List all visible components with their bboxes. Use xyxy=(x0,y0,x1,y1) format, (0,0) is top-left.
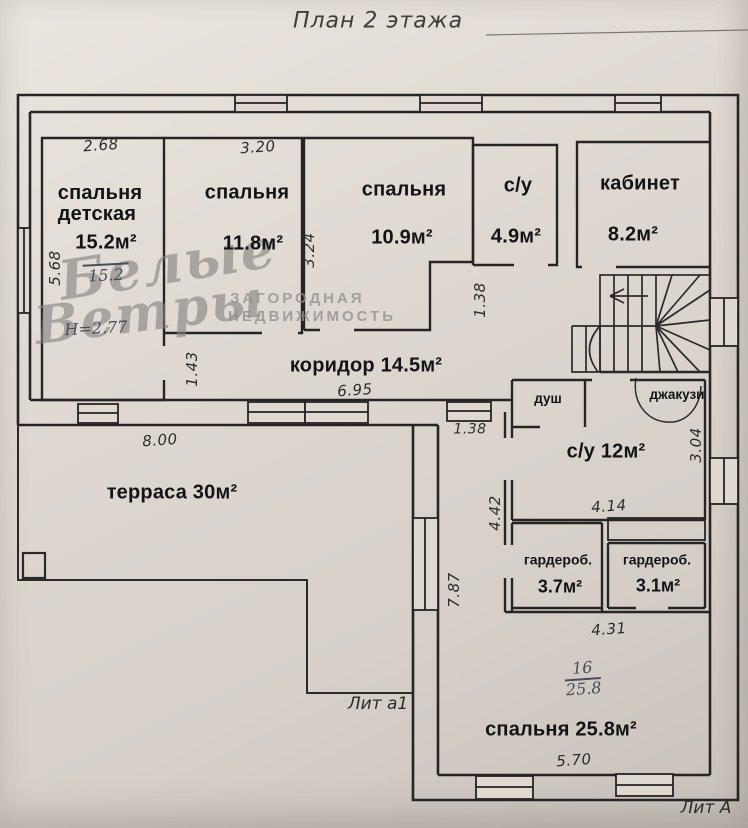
dim-terrace-width: 8.00 xyxy=(141,429,179,451)
room-label-bedroom3: спальня xyxy=(361,178,447,201)
handwritten-area-nursery: 15.2 xyxy=(82,262,130,287)
dim-bedroom-leg-width: 1.38 xyxy=(453,421,487,438)
room-label-corridor: коридор 14.5м² xyxy=(289,354,443,377)
room-label-nursery-line1: спальня xyxy=(57,182,143,204)
room-label-bedroom-main: спальня 25.8м² xyxy=(485,718,637,741)
terrace-column xyxy=(21,551,47,580)
handwritten-fraction-bedroom-main: 16 25.8 xyxy=(563,657,603,700)
dim-bedroom2-depth: 3.24 xyxy=(300,232,319,268)
watermark-caps-1: ЗАГОРОДНАЯ xyxy=(230,290,365,307)
fixture-label-shower: душ xyxy=(534,390,562,406)
area-label-wardrobe-b: 3.1м² xyxy=(635,575,681,596)
terrace-outline xyxy=(17,425,413,694)
litera-main: Лит А xyxy=(680,798,732,819)
dim-bedroom-leg-upper: 4.42 xyxy=(486,495,505,531)
stairs-winder-curve xyxy=(588,325,601,373)
window-symbols xyxy=(17,94,739,800)
dim-corridor-width: 1.43 xyxy=(183,351,202,387)
page-edge-line xyxy=(485,29,748,36)
jacuzzi-outline xyxy=(634,377,702,423)
area-label-office: 8.2м² xyxy=(607,223,659,246)
room-label-office: кабинет xyxy=(600,172,680,195)
area-label-wardrobe-a: 3.7м² xyxy=(537,576,583,597)
dim-nursery-depth: 5.68 xyxy=(46,250,65,286)
stairs-direction-arrow xyxy=(609,288,648,304)
dim-nursery-width: 2.68 xyxy=(82,134,120,156)
room-label-wc-small: с/у xyxy=(503,174,533,197)
room-label-wardrobe-b: гардероб. xyxy=(622,551,692,568)
dim-wc-big-depth: 3.04 xyxy=(687,427,706,463)
area-label-wc-small: 4.9м² xyxy=(490,225,542,248)
dim-bedroom2-width: 3.20 xyxy=(239,136,277,158)
page-title: План 2 этажа xyxy=(292,8,464,34)
room-label-nursery-line2: детская xyxy=(57,203,137,225)
room-label-wc-big: с/у 12м² xyxy=(566,440,646,463)
dim-corridor-leg: 1.38 xyxy=(471,282,490,318)
litera-annex: Лит а1 xyxy=(347,694,409,715)
room-label-nursery: спальня детская xyxy=(58,183,142,225)
area-label-bedroom2: 11.8м² xyxy=(222,232,284,255)
area-label-bedroom3: 10.9м² xyxy=(371,226,433,249)
handwritten-ceiling-height: Н=2.77 xyxy=(64,316,128,340)
dim-wc-big-width: 4.14 xyxy=(590,495,628,517)
room-label-wardrobe-a: гардероб. xyxy=(523,551,593,568)
room-label-terrace: терраса 30м² xyxy=(106,481,238,504)
room-label-bedroom2: спальня xyxy=(204,181,290,204)
dim-corridor-length: 6.95 xyxy=(336,379,374,401)
dim-bedroom-main-top: 4.31 xyxy=(590,618,628,640)
stairs xyxy=(571,274,711,373)
fixture-label-jacuzzi: джакузи xyxy=(649,386,705,402)
watermark-caps-2: НЕДВИЖИМОСТЬ xyxy=(228,308,397,325)
area-label-nursery: 15.2м² xyxy=(75,231,137,254)
dim-bedroom-main-bottom: 5.70 xyxy=(555,749,593,771)
dim-bedroom-leg-full: 7.87 xyxy=(445,572,464,608)
